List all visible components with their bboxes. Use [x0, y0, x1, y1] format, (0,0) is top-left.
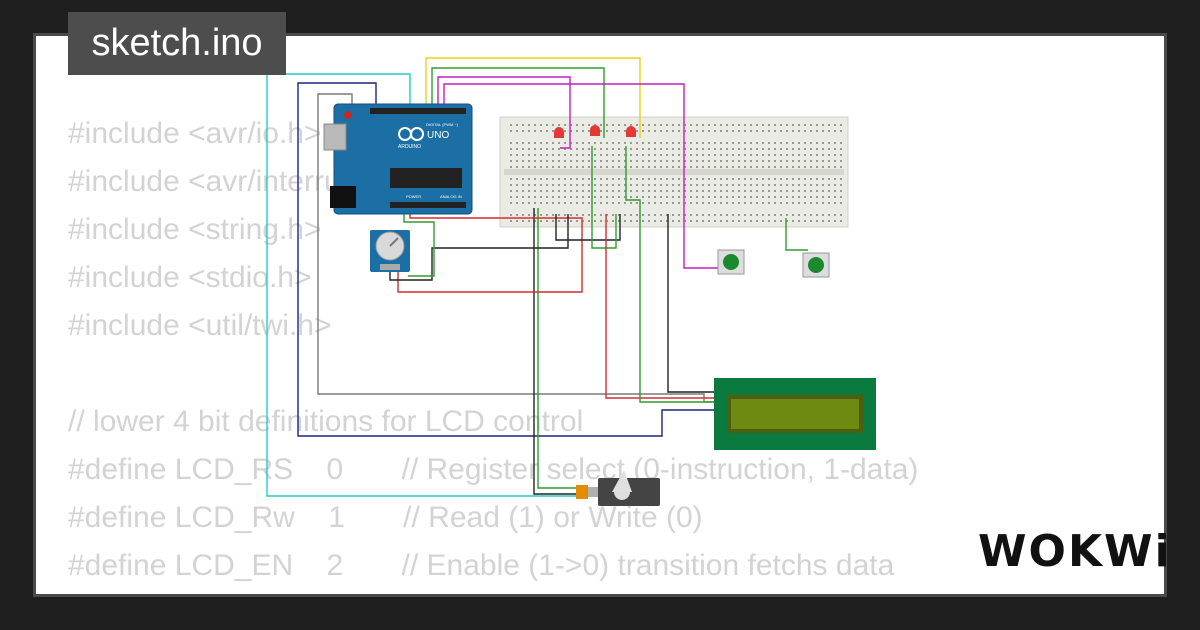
- wire-green-led: [591, 146, 617, 249]
- arduino-power-label: POWER: [406, 194, 421, 199]
- servo-motor: [576, 470, 660, 506]
- wire-green-pot: [403, 204, 435, 277]
- wire-yellow: [425, 57, 641, 138]
- lcd-display: [714, 378, 876, 450]
- wire-navy: [297, 82, 716, 437]
- code-line: #include <avr/io.h>: [68, 117, 322, 150]
- arduino-digital-label: DIGITAL (PWM ~): [426, 122, 459, 127]
- arduino-brand-label: ARDUINO: [398, 144, 421, 150]
- wire-black-servo: [533, 208, 578, 495]
- code-line: // lower 4 bit definitions for LCD contr…: [68, 405, 584, 438]
- led-red-3: [626, 126, 636, 137]
- wire-green-servo: [537, 208, 578, 489]
- code-line: #include <util/twi.h>: [68, 309, 332, 342]
- wire-green-lcd: [625, 146, 716, 403]
- code-line: #include <string.h>: [68, 213, 322, 246]
- wire-green-top: [431, 67, 605, 138]
- arduino-model-label: UNO: [427, 130, 449, 141]
- wire-red-power: [397, 210, 583, 293]
- led-red-2: [590, 125, 600, 136]
- wokwi-logo: WOKWi: [978, 526, 1172, 577]
- arduino-analog-label: ANALOG IN: [440, 194, 462, 199]
- led-red-1: [554, 127, 564, 138]
- wire-magenta-top: [437, 76, 571, 149]
- wire-green-btn2: [785, 218, 808, 251]
- wire-black-lcd: [667, 214, 716, 393]
- wire-black-pot: [389, 214, 569, 281]
- wire-red-lcd: [605, 214, 716, 399]
- pushbutton-1: [717, 249, 745, 275]
- wires: [266, 57, 808, 497]
- code-line: #define LCD_EN 2 // Enable (1->0) transi…: [68, 549, 895, 582]
- code-line: #include <stdio.h>: [68, 261, 312, 294]
- wire-magenta-btn: [443, 83, 722, 269]
- pushbutton-2: [802, 252, 830, 278]
- code-background: #include <avr/io.h>#include <avr/interru…: [68, 110, 919, 594]
- wire-black-gnd: [555, 214, 621, 241]
- arduino-uno-board: UNO ARDUINO DIGITAL (PWM ~) POWER ANALOG…: [323, 103, 473, 215]
- breadboard: [499, 116, 849, 228]
- code-line: #define LCD_Rw 1 // Read (1) or Write (0…: [68, 501, 703, 534]
- potentiometer: [370, 230, 410, 272]
- file-name-tab: sketch.ino: [68, 12, 286, 75]
- code-line: #define LCD_RS 0 // Register select (0-i…: [68, 453, 919, 486]
